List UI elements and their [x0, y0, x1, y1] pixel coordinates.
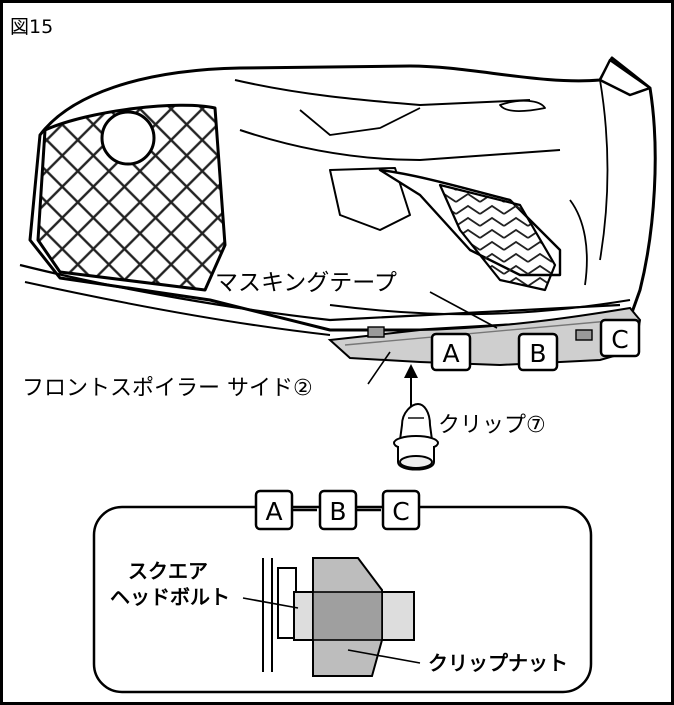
svg-text:A: A — [442, 339, 459, 368]
detail-marker-c: C — [381, 489, 421, 531]
front-spoiler-side-label: フロントスポイラー サイド② — [22, 376, 313, 401]
masking-tape-label: マスキングテープ — [215, 270, 397, 296]
leader-line — [347, 649, 421, 664]
marker-c: C — [599, 318, 641, 358]
leader-line — [242, 597, 299, 609]
masking-tape-strip — [575, 329, 593, 341]
masking-tape-strip — [367, 326, 385, 338]
svg-text:C: C — [611, 325, 628, 354]
clip-label: クリップ⑦ — [438, 413, 546, 438]
square-head-bolt-label-line2: ヘッドボルト — [110, 585, 230, 609]
square-head-bolt-label-line1: スクエア — [128, 559, 208, 583]
leader-line — [429, 291, 498, 329]
marker-a: A — [430, 332, 472, 372]
clip-icon — [393, 402, 439, 471]
figure-number: 図15 — [10, 16, 53, 38]
svg-text:B: B — [529, 339, 546, 368]
front-spoiler-side-part — [327, 306, 642, 367]
svg-text:B: B — [329, 497, 346, 526]
svg-text:C: C — [392, 497, 409, 526]
install-arrow-icon — [404, 364, 418, 410]
detail-marker-a: A — [254, 489, 294, 531]
marker-b: B — [517, 332, 559, 372]
svg-text:A: A — [265, 497, 282, 526]
detail-marker-b: B — [318, 489, 358, 531]
front-bumper-illustration — [19, 56, 657, 336]
leader-line — [367, 351, 391, 385]
clip-nut-label: クリップナット — [428, 651, 568, 675]
